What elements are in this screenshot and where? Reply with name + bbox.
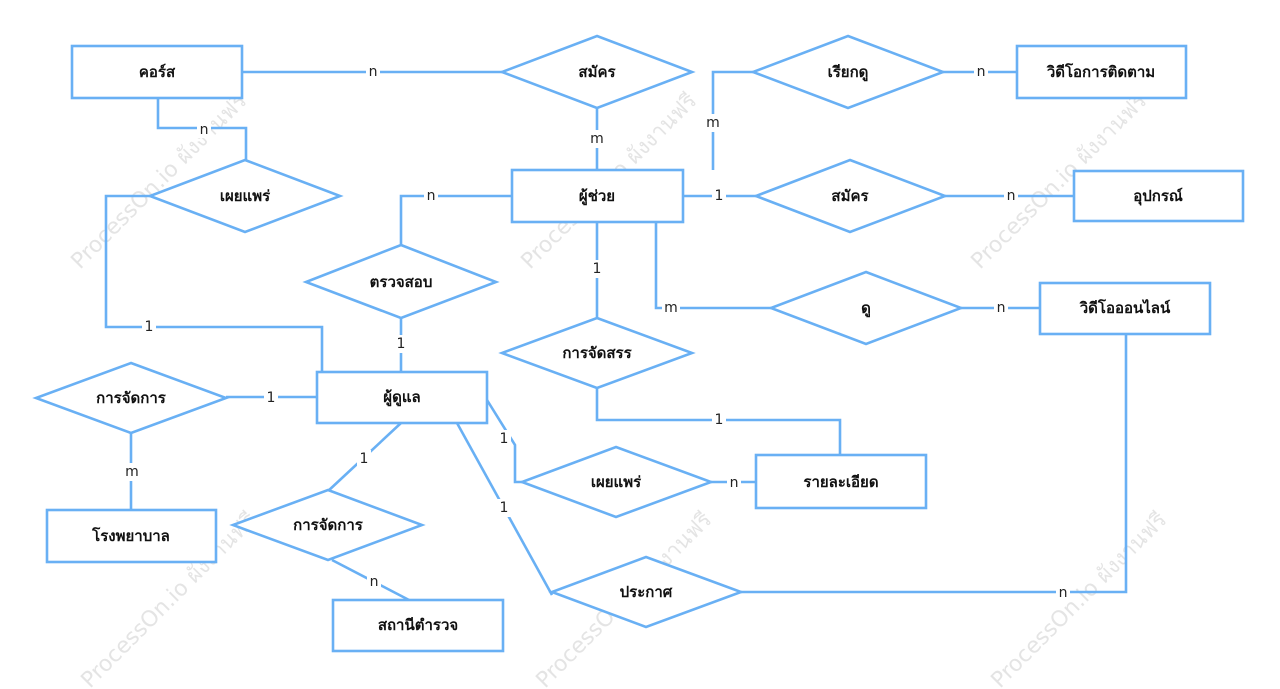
- cardinality-label: 1: [267, 390, 276, 406]
- entity-label: คอร์ส: [139, 63, 176, 81]
- cardinality-label: n: [200, 122, 209, 138]
- entity-box[interactable]: [315, 370, 489, 425]
- cardinality-label: n: [997, 300, 1006, 316]
- entities: คอร์ส ผู้ช่วย วิดีโอการติดตาม อุปกรณ์ วิ…: [45, 44, 1245, 653]
- relationship-label: เผยแพร่: [220, 187, 271, 205]
- relationship-label: สมัคร: [578, 63, 616, 81]
- relationship-diamond[interactable]: [32, 361, 230, 435]
- cardinality-label: n: [370, 574, 379, 590]
- cardinality-label: m: [706, 115, 720, 131]
- entity-box[interactable]: [45, 508, 218, 564]
- relationship-label: สมัคร: [831, 187, 869, 205]
- entity-label: วิดีโอการติดตาม: [1046, 62, 1155, 81]
- cardinality-label: n: [427, 188, 436, 204]
- edge-assistant-inspect: [399, 194, 512, 245]
- entity-label: ผู้ดูแล: [383, 388, 420, 407]
- cardinality-label: n: [730, 475, 739, 491]
- entity-label: สถานีตำรวจ: [378, 616, 458, 634]
- cardinalities: n m m n n 1 1 n n 1 m n 1 1 1 m 1: [124, 63, 1070, 601]
- cardinality-label: 1: [500, 500, 509, 516]
- relationship-diamond[interactable]: [229, 488, 426, 562]
- relationship-diamond[interactable]: [146, 158, 344, 234]
- relationship-label: ดู: [861, 299, 871, 318]
- relationship-diamond[interactable]: [518, 445, 715, 519]
- cardinality-label: 1: [715, 412, 724, 428]
- relationship-label: เรียกดู: [828, 63, 869, 82]
- relationship-label: เผยแพร่: [591, 473, 642, 491]
- cardinality-label: 1: [145, 319, 154, 335]
- cardinality-label: m: [664, 300, 678, 316]
- edge-announce-online: [741, 333, 1128, 594]
- cardinality-label: 1: [500, 431, 509, 447]
- relationship-diamond[interactable]: [752, 158, 949, 234]
- entity-box[interactable]: [754, 453, 928, 510]
- relationship-label: การจัดการ: [293, 516, 364, 534]
- cardinality-label: m: [590, 131, 604, 147]
- entity-box[interactable]: [331, 598, 505, 653]
- cardinality-label: 1: [397, 336, 406, 352]
- cardinality-label: n: [1007, 188, 1016, 204]
- entity-box[interactable]: [1015, 44, 1188, 100]
- entity-label: รายละเอียด: [803, 473, 878, 491]
- cardinality-label: 1: [360, 451, 369, 467]
- relationship-label: ตรวจสอบ: [370, 273, 433, 291]
- relationship-diamond[interactable]: [498, 316, 696, 390]
- edge-assistant-watch: [654, 222, 771, 310]
- relationship-diamond[interactable]: [767, 270, 965, 346]
- cardinality-label: 1: [715, 188, 724, 204]
- entity-box[interactable]: [1038, 281, 1212, 336]
- entity-box[interactable]: [510, 168, 685, 224]
- entity-label: ผู้ช่วย: [579, 187, 615, 206]
- entity-box[interactable]: [70, 44, 244, 100]
- relationships: สมัคร เรียกดู เผยแพร่ สมัคร ตรวจสอบ ดู ก…: [32, 34, 965, 629]
- relationship-label: การจัดสรร: [562, 344, 632, 362]
- entity-label: โรงพยาบาล: [91, 526, 170, 545]
- cardinality-label: m: [125, 464, 139, 480]
- entity-box[interactable]: [1072, 169, 1245, 223]
- cardinality-label: n: [369, 64, 378, 80]
- edge-publish-caretaker: [104, 194, 324, 372]
- relationship-diamond[interactable]: [302, 243, 500, 320]
- relationship-label: ประกาศ: [620, 583, 673, 601]
- relationship-diamond[interactable]: [498, 34, 696, 110]
- relationship-diamond[interactable]: [749, 34, 947, 110]
- relationship-label: การจัดการ: [96, 389, 167, 407]
- entity-label: วิดีโอออนไลน์: [1079, 298, 1171, 317]
- cardinality-label: n: [1059, 585, 1068, 601]
- relationship-diamond[interactable]: [548, 555, 745, 629]
- watermark: ProcessOn.io ผังงานฟรี: [987, 508, 1173, 689]
- cardinality-label: 1: [593, 261, 602, 277]
- entity-label: อุปกรณ์: [1133, 187, 1183, 206]
- edge-assistant-recall: [711, 70, 753, 170]
- cardinality-label: n: [977, 64, 986, 80]
